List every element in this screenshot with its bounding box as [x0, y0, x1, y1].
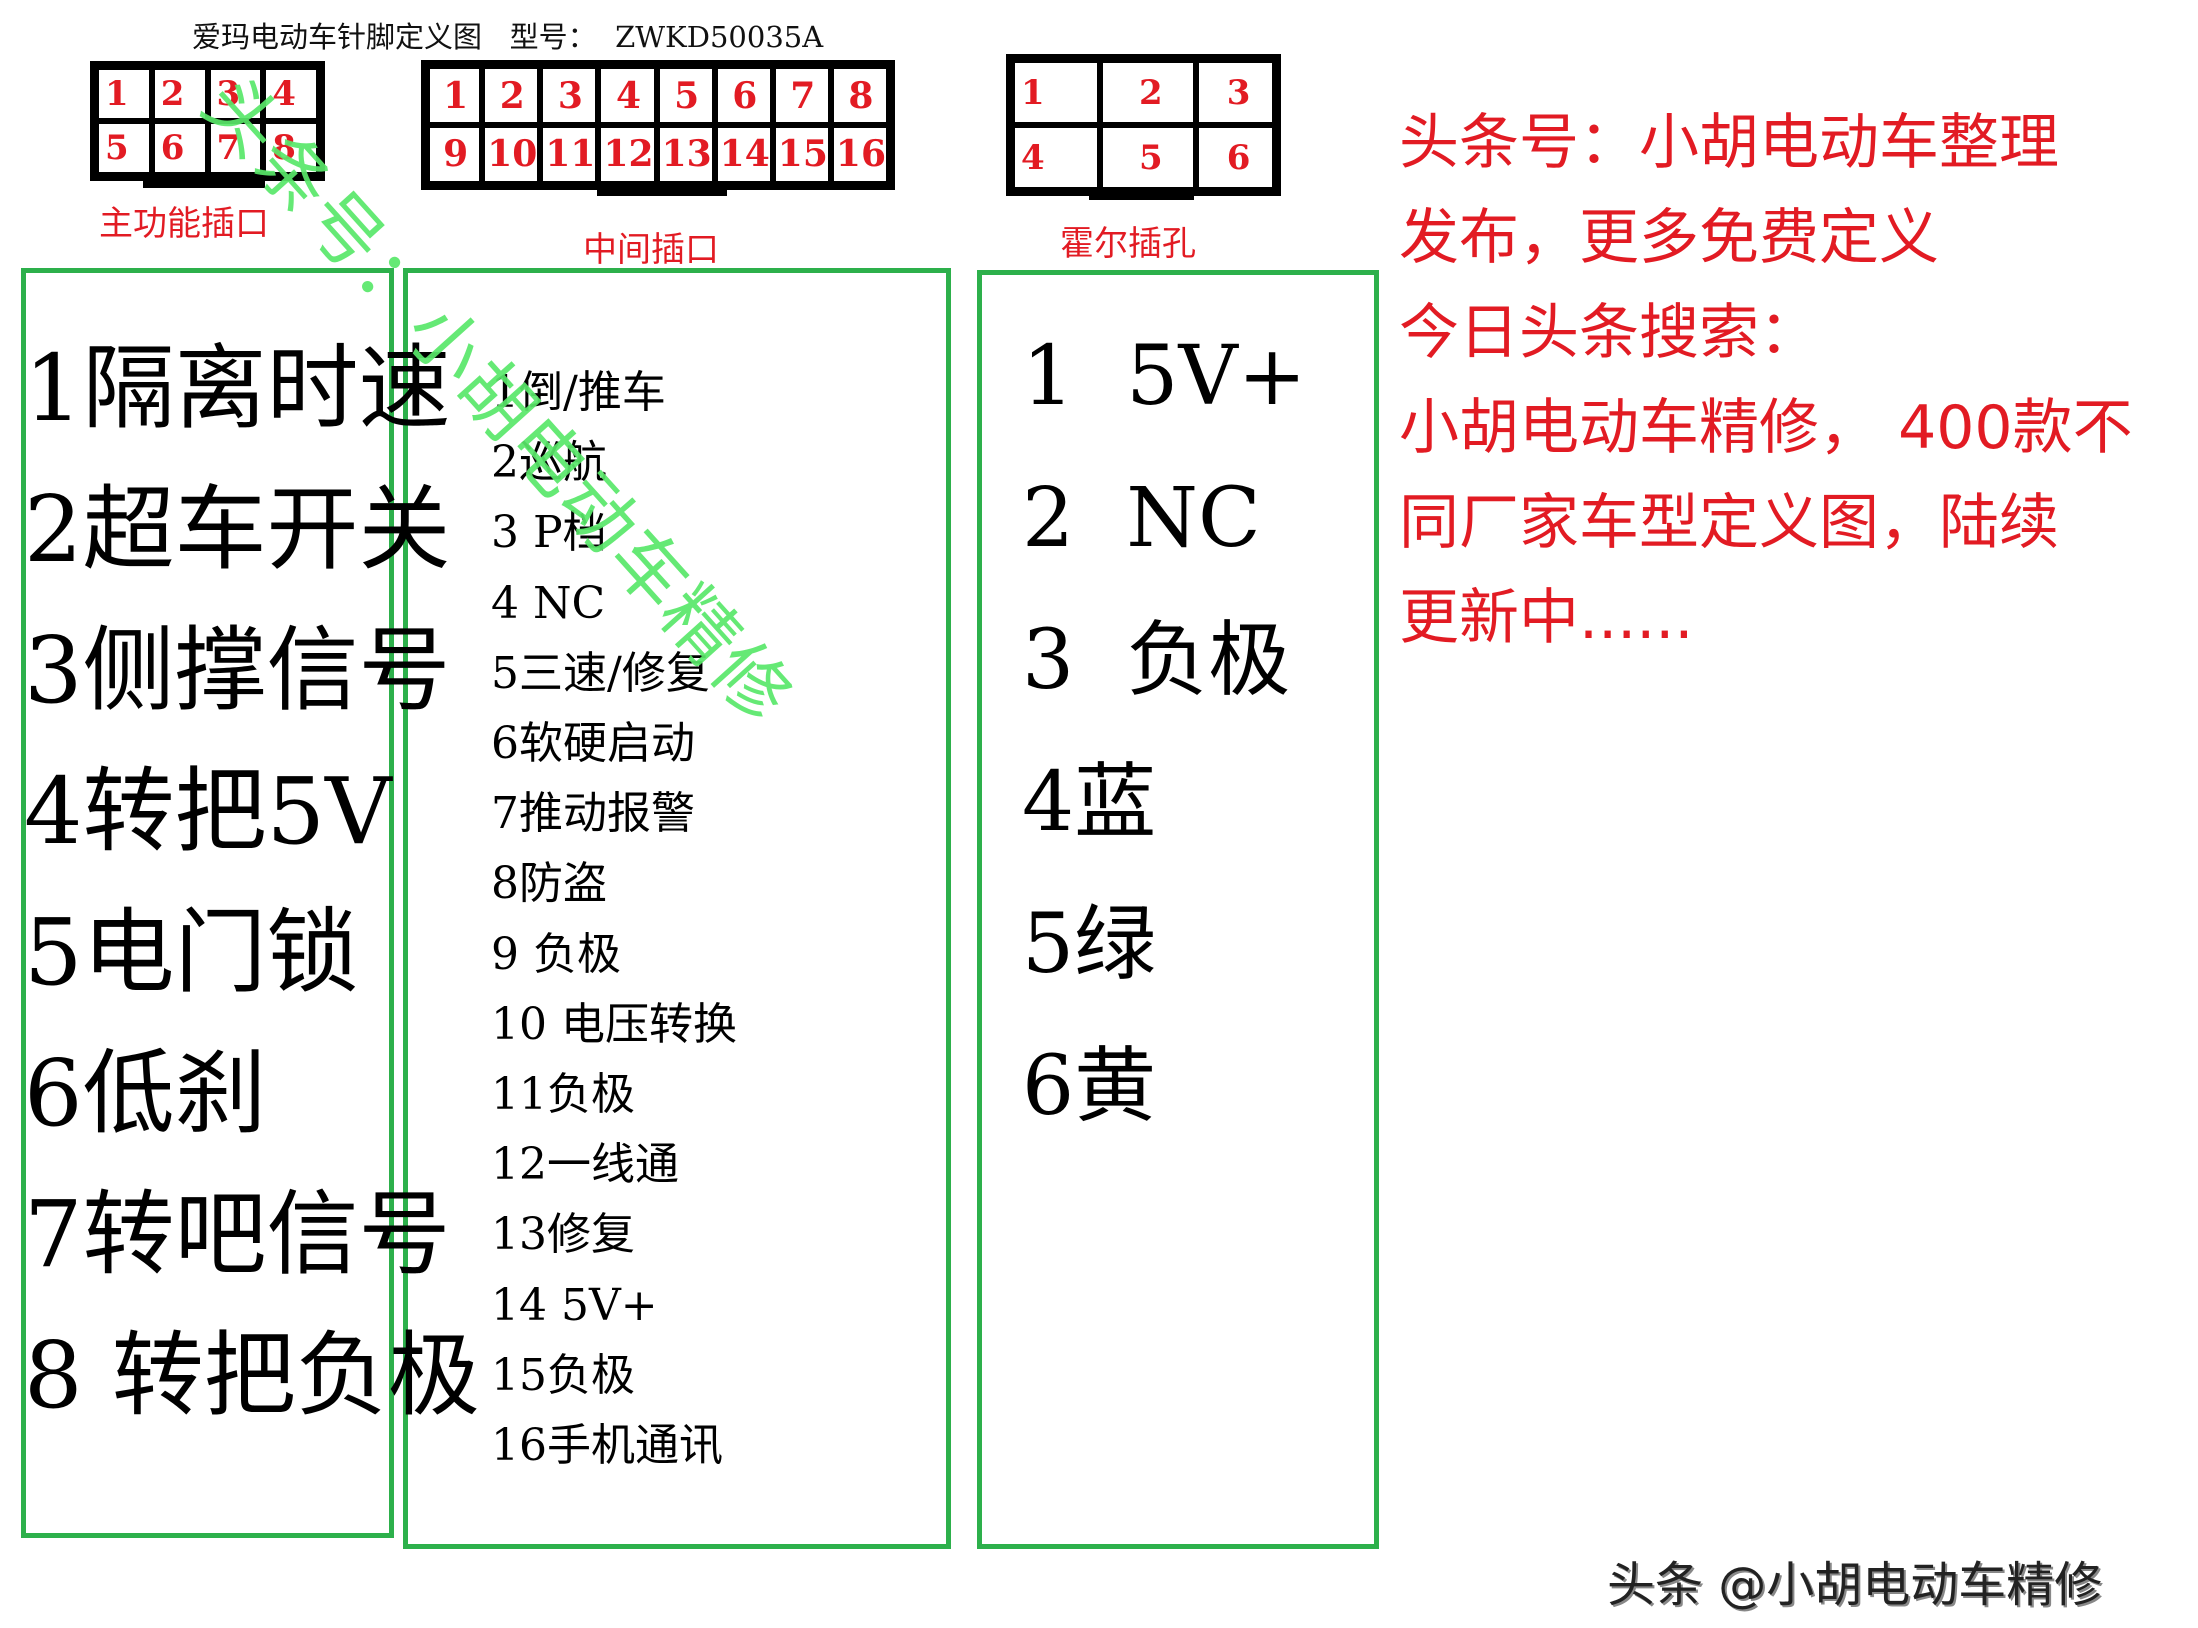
info-line-6: 更新中...... — [1399, 583, 1694, 653]
mid-def-4: 4 NC — [491, 577, 606, 629]
middle-definitions-box — [403, 268, 951, 1549]
info-line-5: 同厂家车型定义图，陆续 — [1399, 488, 2059, 558]
mid-pin-3: 3 — [540, 66, 599, 125]
middle-definitions-list: 1倒/推车 2巡航 3 P档 4 NC 5三速/修复 6软硬启动 7推动报警 8… — [491, 358, 737, 1481]
mid-pin-5: 5 — [656, 66, 715, 125]
mid-pin-12: 12 — [598, 125, 657, 184]
main-connector-key — [143, 178, 265, 188]
mid-def-3: 3 P档 — [491, 507, 607, 559]
hall-pin-2: 2 — [1099, 60, 1197, 125]
mid-def-7: 7推动报警 — [491, 788, 695, 840]
diagram-title: 爱玛电动车针脚定义图 型号： ZWKD50035A — [192, 20, 824, 54]
main-connector-label: 主功能插口 — [99, 204, 269, 244]
hall-def-6: 6黄 — [1022, 1039, 1157, 1134]
mid-pin-13: 13 — [656, 125, 715, 184]
info-line-3: 今日头条搜索： — [1399, 298, 1819, 368]
mid-pin-11: 11 — [540, 125, 599, 184]
mid-pin-14: 14 — [714, 125, 773, 184]
main-def-5: 5电门锁 — [24, 899, 359, 1006]
main-pin-5: 5 — [96, 121, 152, 175]
main-def-2: 2超车开关 — [24, 476, 451, 583]
main-def-6: 6低刹 — [24, 1040, 267, 1147]
mid-def-16: 16手机通讯 — [491, 1420, 723, 1472]
hall-connector-diagram: 1 2 3 4 5 6 — [1006, 54, 1281, 196]
mid-def-9: 9 负极 — [491, 928, 621, 980]
mid-pin-6: 6 — [714, 66, 773, 125]
hall-pin-1: 1 — [1012, 60, 1100, 125]
main-definitions-list: 1隔离时速 2超车开关 3侧撑信号 4转把5V 5电门锁 6低刹 7转吧信号 8… — [24, 318, 480, 1446]
mid-def-8: 8防盗 — [491, 858, 607, 910]
main-pin-6: 6 — [151, 121, 208, 175]
hall-connector-label: 霍尔插孔 — [1060, 224, 1196, 264]
hall-pin-3: 3 — [1196, 60, 1275, 125]
mid-pin-2: 2 — [482, 66, 541, 125]
main-def-7: 7转吧信号 — [24, 1181, 451, 1288]
main-pin-1: 1 — [96, 67, 152, 121]
main-def-3: 3侧撑信号 — [24, 617, 451, 724]
info-line-4: 小胡电动车精修， 400款不 — [1399, 393, 2133, 463]
hall-connector-key — [1089, 190, 1194, 200]
hall-pin-4: 4 — [1012, 125, 1100, 190]
hall-pin-6: 6 — [1196, 125, 1275, 190]
main-def-4: 4转把5V — [24, 758, 392, 865]
main-def-1: 1隔离时速 — [24, 335, 451, 442]
hall-def-4: 4蓝 — [1022, 755, 1157, 850]
mid-pin-1: 1 — [427, 66, 483, 125]
mid-pin-10: 10 — [482, 125, 541, 184]
mid-def-11: 11负极 — [491, 1069, 635, 1121]
mid-def-10: 10 电压转换 — [491, 998, 737, 1050]
main-pin-4: 4 — [263, 67, 319, 121]
mid-def-5: 5三速/修复 — [491, 647, 710, 699]
info-line-1: 头条号：小胡电动车整理 — [1399, 108, 2059, 178]
mid-def-13: 13修复 — [491, 1209, 635, 1261]
middle-connector-key — [597, 186, 727, 196]
main-pin-8: 8 — [263, 121, 319, 175]
footer-attribution: 头条 @小胡电动车精修 — [1607, 1557, 2103, 1613]
mid-def-14: 14 5V+ — [491, 1279, 658, 1331]
mid-pin-7: 7 — [772, 66, 831, 125]
main-pin-2: 2 — [151, 67, 208, 121]
mid-pin-8: 8 — [830, 66, 889, 125]
hall-pin-5: 5 — [1099, 125, 1197, 190]
mid-def-1: 1倒/推车 — [491, 367, 666, 418]
mid-def-2: 2巡航 — [491, 437, 607, 489]
main-pin-3: 3 — [207, 67, 264, 121]
mid-pin-15: 15 — [772, 125, 831, 184]
hall-def-2: 2 NC — [1022, 471, 1261, 566]
mid-pin-16: 16 — [830, 125, 889, 184]
main-def-8: 8 转把负极 — [24, 1322, 480, 1429]
hall-def-5: 5绿 — [1022, 897, 1157, 992]
info-line-2: 发布，更多免费定义 — [1399, 203, 1939, 273]
mid-pin-9: 9 — [427, 125, 483, 184]
main-pin-7: 7 — [207, 121, 264, 175]
middle-connector-label: 中间插口 — [583, 230, 719, 270]
mid-def-6: 6软硬启动 — [491, 718, 695, 770]
main-definitions-box — [21, 268, 394, 1538]
middle-connector-diagram: 1 2 3 4 5 6 7 8 9 10 11 12 13 14 15 16 — [421, 60, 895, 190]
hall-def-3: 3 负极 — [1022, 613, 1291, 708]
mid-pin-4: 4 — [598, 66, 657, 125]
publisher-info-block: 头条号：小胡电动车整理 发布，更多免费定义 今日头条搜索： 小胡电动车精修， 4… — [1399, 96, 2133, 666]
main-connector-diagram: 1 2 3 4 5 6 7 8 — [90, 61, 325, 181]
mid-def-15: 15负极 — [491, 1349, 635, 1401]
hall-definitions-list: 1 5V+ 2 NC 3 负极 4蓝 5绿 6黄 — [1022, 306, 1306, 1158]
mid-def-12: 12一线通 — [491, 1139, 679, 1191]
hall-def-1: 1 5V+ — [1022, 329, 1307, 424]
hall-definitions-box — [977, 270, 1379, 1549]
